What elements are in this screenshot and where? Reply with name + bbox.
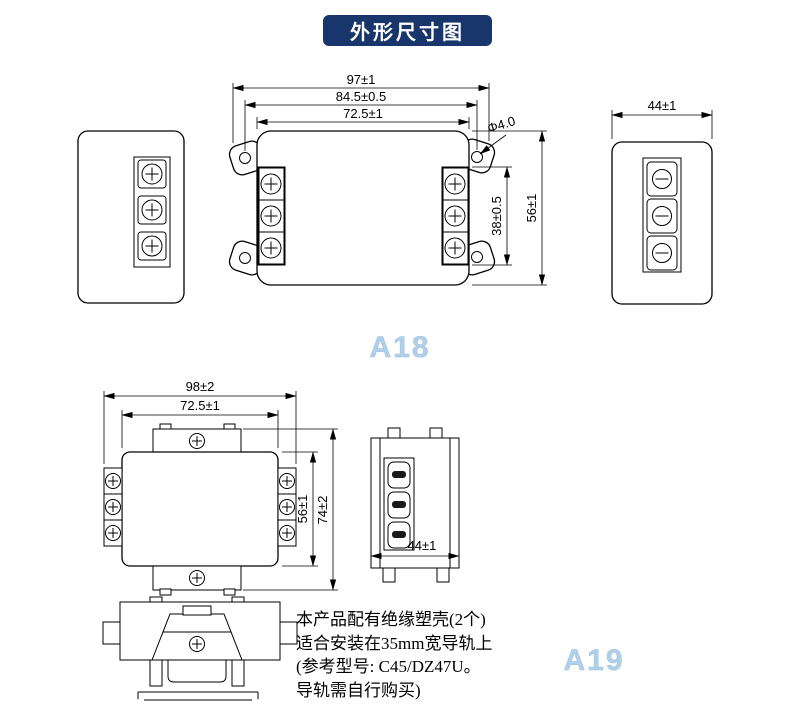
din-leg — [231, 659, 245, 687]
dim-overall-height: 74±2 — [315, 496, 330, 525]
din-foot — [382, 567, 396, 583]
screw-icon — [105, 473, 121, 489]
din-foot — [436, 567, 450, 583]
din-leg — [149, 659, 163, 687]
housing-outline — [121, 451, 279, 567]
dim-hole-span: 84.5±0.5 — [336, 89, 387, 104]
screw-icon — [444, 205, 466, 227]
screw-icon — [260, 173, 282, 195]
screw-icon — [105, 499, 121, 515]
screw-icon — [141, 163, 163, 185]
dim-body-height: 56±1 — [295, 495, 310, 524]
dim-depth: 44±1 — [408, 538, 437, 553]
screw-icon — [260, 205, 282, 227]
dim-terminal-height: 38±0.5 — [489, 196, 504, 236]
dim-body-width: 72.5±1 — [343, 106, 383, 121]
note-line-1: 本产品配有绝缘塑壳(2个) — [296, 610, 486, 629]
note-line-2: 适合安装在35mm宽导轨上 — [296, 633, 493, 653]
page-title: 外形尺寸图 — [323, 15, 492, 46]
din-clip — [167, 660, 227, 683]
screw-icon — [141, 235, 163, 257]
terminal-slot — [392, 471, 406, 478]
front-view-a19: 98±2 72.5±1 56±1 — [103, 379, 338, 596]
clip-slot — [182, 605, 212, 616]
mounting-hole — [471, 251, 483, 263]
dim-overall-width: 98±2 — [186, 379, 215, 394]
product-note: 本产品配有绝缘塑壳(2个) 适合安装在35mm宽导轨上 (参考型号: C45/D… — [296, 608, 506, 702]
note-line-3: (参考型号: C45/DZ47U。 — [296, 657, 481, 676]
dim-overall-width: 97±1 — [347, 72, 376, 87]
dims-a18-top: 97±1 84.5±0.5 72.5±1 Φ4.0 — [232, 72, 517, 155]
screw-icon — [260, 237, 282, 259]
terminal-slot — [392, 531, 406, 538]
front-view-a18 — [228, 130, 496, 286]
mounting-hole — [239, 152, 251, 164]
note-line-4: 导轨需自行购买) — [296, 680, 421, 700]
dim-body-width: 72.5±1 — [180, 398, 220, 413]
tab-notch — [159, 588, 172, 596]
screw-icon — [189, 570, 205, 586]
din-rail-mount-view — [102, 596, 298, 701]
screw-icon — [652, 206, 672, 226]
tab-notch — [223, 588, 236, 596]
screw-icon — [652, 169, 672, 189]
screw-icon — [444, 173, 466, 195]
din-rail — [137, 691, 259, 701]
clip-tab — [429, 427, 443, 440]
side-tab — [279, 621, 298, 645]
dim-body-height: 56±1 — [524, 194, 539, 223]
side-tab — [102, 621, 121, 645]
dim-depth: 44±1 — [648, 98, 677, 113]
housing-outline — [256, 130, 470, 286]
screw-icon — [189, 433, 205, 449]
watermark-a19: A19 — [563, 644, 624, 677]
screw-icon — [279, 499, 295, 515]
screw-icon — [189, 636, 205, 652]
clip-tab — [387, 427, 401, 440]
dim-hole-diameter: Φ4.0 — [485, 113, 517, 136]
screw-icon — [444, 237, 466, 259]
watermark-a18: A18 — [369, 331, 430, 364]
screw-icon — [652, 243, 672, 263]
screw-icon — [105, 525, 121, 541]
side-view-right-a18: 44±1 — [611, 98, 713, 305]
screw-icon — [279, 525, 295, 541]
screw-icon — [141, 199, 163, 221]
side-view-left-a18 — [77, 130, 185, 304]
dims-a18-right: 38±0.5 56±1 — [472, 130, 547, 286]
mounting-hole — [239, 252, 251, 264]
screw-icon — [279, 473, 295, 489]
side-view-a19: 44±1 — [370, 427, 460, 583]
terminal-slot — [392, 501, 406, 508]
